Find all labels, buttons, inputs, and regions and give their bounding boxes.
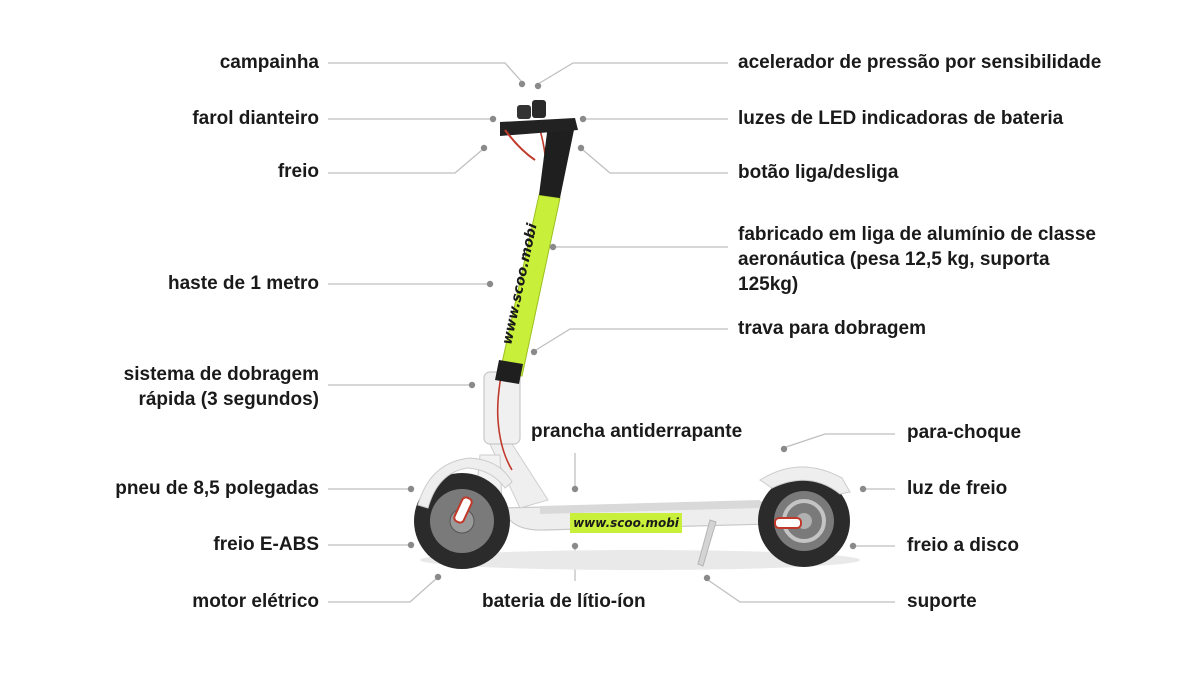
label-freio-eabs: freio E-ABS xyxy=(213,534,319,555)
dot-haste xyxy=(486,280,494,288)
bell xyxy=(517,105,531,119)
front-fender xyxy=(417,457,513,509)
label-suporte: suporte xyxy=(907,591,977,612)
dot-luz-freio xyxy=(859,485,867,493)
label-acelerador: acelerador de pressão por sensibilidade xyxy=(738,52,1102,73)
dot-prancha xyxy=(571,485,579,493)
label-trava: trava para dobragem xyxy=(738,318,926,339)
leader-suporte xyxy=(707,579,895,603)
dot-aluminio xyxy=(549,243,557,251)
leader-motor xyxy=(328,577,438,603)
label-bateria: bateria de lítio-íon xyxy=(482,591,646,612)
leader-trava xyxy=(535,328,728,351)
label-freio-a-disco: freio a disco xyxy=(907,535,1019,556)
label-dobragem-line1: sistema de dobragem xyxy=(123,364,319,385)
dot-acelerador xyxy=(534,82,542,90)
dot-luzes-led xyxy=(579,115,587,123)
front-reflector xyxy=(453,496,473,524)
dot-motor xyxy=(434,573,442,581)
stem-collar xyxy=(495,360,523,384)
label-botao-liga-desliga: botão liga/desliga xyxy=(738,162,899,183)
label-freio: freio xyxy=(277,161,319,182)
leader-parachoque xyxy=(785,433,895,448)
dot-freio xyxy=(480,144,488,152)
dot-farol xyxy=(489,115,497,123)
leader-botao xyxy=(582,149,728,174)
deck-brand-text: www.scoo.mobi xyxy=(573,516,679,530)
label-haste: haste de 1 metro xyxy=(168,273,319,294)
label-farol-dianteiro: farol dianteiro xyxy=(192,108,319,129)
leader-campainha xyxy=(328,62,523,83)
label-prancha: prancha antiderrapante xyxy=(531,421,743,442)
rear-fender xyxy=(759,466,851,495)
dot-suporte xyxy=(703,574,711,582)
dot-parachoque xyxy=(780,445,788,453)
dot-trava xyxy=(530,348,538,356)
deck-top xyxy=(540,500,762,514)
label-luzes-led: luzes de LED indicadoras de bateria xyxy=(738,108,1064,129)
kickstand xyxy=(697,519,717,567)
brake-lever xyxy=(504,129,536,161)
label-aluminio-line1: fabricado em liga de alumínio de classe xyxy=(738,224,1096,245)
label-campainha: campainha xyxy=(219,52,319,73)
dot-freio-disco xyxy=(849,542,857,550)
dot-botao xyxy=(577,144,585,152)
dot-pneu xyxy=(407,485,415,493)
rear-reflector xyxy=(774,517,802,529)
scooter-illustration xyxy=(414,100,860,570)
leader-lines xyxy=(328,62,895,603)
label-dobragem-line2: rápida (3 segundos) xyxy=(138,389,319,410)
deck-sticker xyxy=(570,513,682,533)
label-aluminio-line3: 125kg) xyxy=(738,274,799,295)
dot-freio-eabs xyxy=(407,541,415,549)
leader-freio xyxy=(328,149,483,174)
ground-shadow xyxy=(420,550,860,570)
stem-upper xyxy=(539,125,575,198)
dot-bateria xyxy=(571,542,579,550)
dot-dobragem xyxy=(468,381,476,389)
marker-dots xyxy=(407,80,867,582)
leader-acelerador xyxy=(537,62,728,85)
handlebar xyxy=(500,118,578,136)
throttle xyxy=(532,100,546,118)
label-aluminio-line2: aeronáutica (pesa 12,5 kg, suporta xyxy=(738,249,1050,270)
label-motor: motor elétrico xyxy=(192,591,319,612)
label-para-choque: para-choque xyxy=(907,422,1022,443)
dot-campainha xyxy=(518,80,526,88)
label-luz-de-freio: luz de freio xyxy=(907,478,1008,499)
label-pneu: pneu de 8,5 polegadas xyxy=(115,478,319,499)
